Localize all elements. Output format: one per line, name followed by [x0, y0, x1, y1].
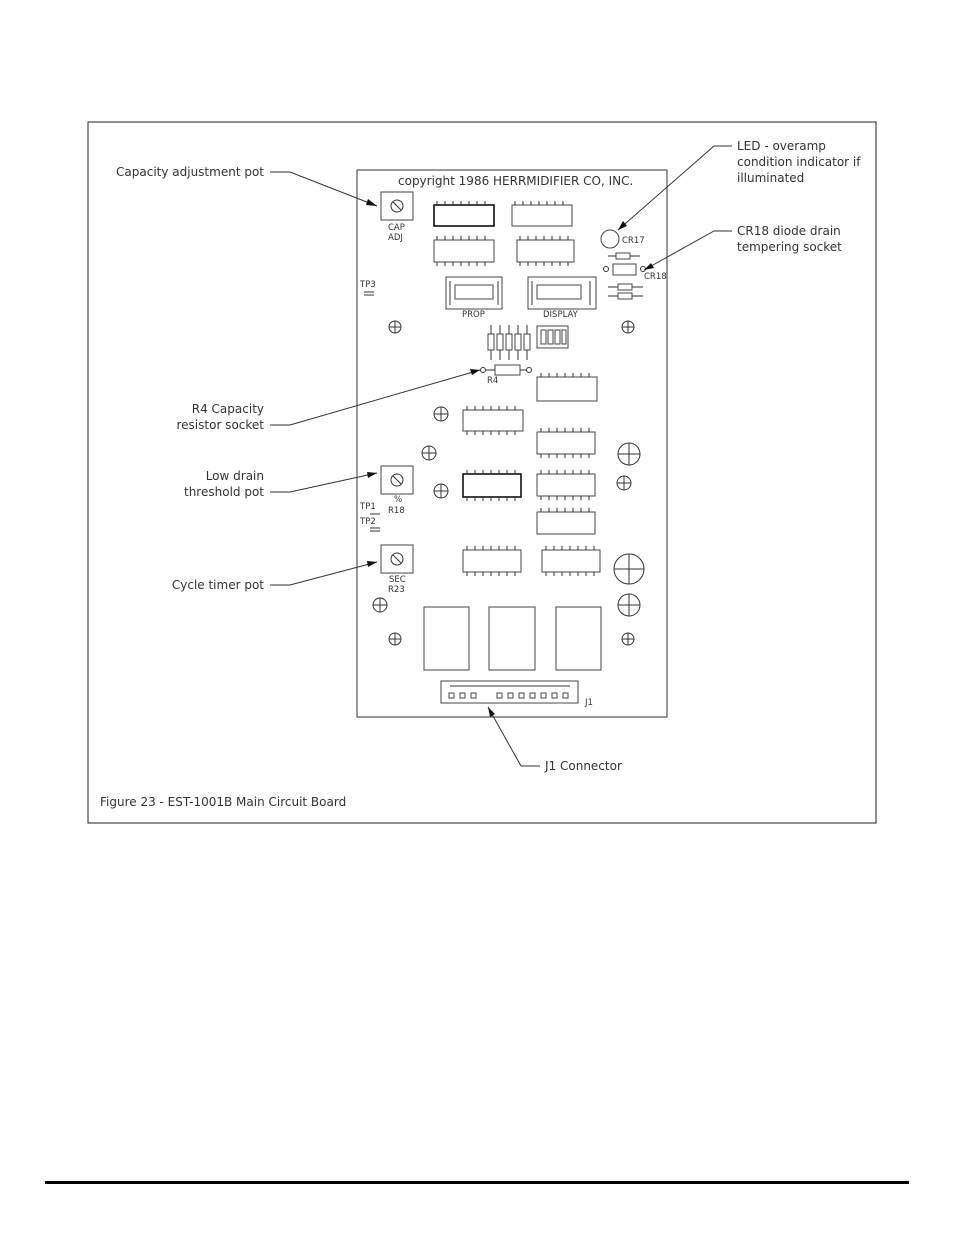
- ic-u1: [433, 201, 495, 227]
- cap-c1: [617, 442, 641, 466]
- figure-caption: Figure 23 - EST-1001B Main Circuit Board: [100, 795, 346, 809]
- callout-led-line2: condition indicator if: [737, 155, 861, 169]
- ic-u5: [536, 373, 598, 402]
- mount-hole-5: [433, 483, 449, 499]
- svg-text:PROP: PROP: [462, 310, 485, 320]
- svg-text:TP2: TP2: [359, 517, 376, 527]
- leader-led: [617, 145, 732, 231]
- svg-text:J1: J1: [584, 698, 593, 708]
- mount-hole-4: [421, 445, 437, 461]
- r4-socket: R4: [480, 364, 532, 386]
- leader-cap-adjust: [270, 171, 378, 207]
- r23-pot: SEC R23: [380, 544, 414, 595]
- leader-low-drain: [270, 472, 378, 493]
- mount-hole-3: [433, 406, 449, 422]
- cap-label: CAP: [388, 223, 405, 233]
- leader-j1: [487, 706, 540, 767]
- adj-label: ADJ: [388, 233, 403, 243]
- dip-switch: [536, 325, 569, 349]
- cap-adj-pot: CAP ADJ: [380, 191, 414, 243]
- tp3: TP3: [359, 280, 376, 296]
- led-cr17: CR17: [600, 229, 645, 249]
- callout-cr18-line1: CR18 diode drain: [737, 224, 841, 238]
- ic-u11: [462, 546, 522, 576]
- ic-u6: [462, 406, 524, 435]
- tp1: TP1: [359, 502, 380, 515]
- mount-hole-1: [388, 320, 402, 334]
- page-footer-rule: [45, 1181, 909, 1184]
- cap-c3: [617, 593, 641, 617]
- svg-text:DISPLAY: DISPLAY: [543, 310, 579, 320]
- callout-led-line3: illuminated: [737, 171, 804, 185]
- ic-u9: [536, 470, 596, 500]
- prop-socket: PROP: [445, 276, 503, 320]
- resistor-array: [487, 325, 531, 360]
- leader-cycle-timer: [270, 561, 378, 586]
- ic-u8: [462, 470, 522, 501]
- leader-cr18: [643, 230, 732, 271]
- j1-connector: J1: [440, 680, 593, 708]
- mount-hole-6: [616, 475, 632, 491]
- cap-c2: [613, 553, 645, 585]
- mount-hole-7: [372, 597, 388, 613]
- display-socket: DISPLAY: [527, 276, 597, 320]
- callout-low-drain-line1: Low drain: [206, 469, 264, 483]
- mount-hole-2: [621, 320, 635, 334]
- ic-u10: [536, 508, 596, 535]
- ic-u2: [511, 201, 573, 227]
- leader-r4: [270, 369, 481, 426]
- r18-label: R18: [388, 506, 405, 516]
- svg-text:CR17: CR17: [622, 236, 645, 246]
- callout-j1: J1 Connector: [544, 759, 622, 773]
- relay-2: [488, 606, 536, 671]
- callout-cycle-timer: Cycle timer pot: [172, 578, 264, 592]
- ic-u3: [433, 236, 495, 266]
- tp2: TP2: [359, 517, 380, 532]
- svg-text:TP3: TP3: [359, 280, 376, 290]
- r23-label: R23: [388, 585, 405, 595]
- circuit-board: [356, 169, 668, 718]
- sec-label: SEC: [389, 575, 406, 585]
- ic-u4: [516, 236, 575, 266]
- r18-pot: % R18: [380, 465, 414, 516]
- ic-u12: [541, 546, 601, 576]
- pct-label: %: [394, 495, 402, 505]
- callout-cr18-line2: tempering socket: [737, 240, 842, 254]
- callout-r4-line2: resistor socket: [177, 418, 265, 432]
- ic-u7: [536, 428, 596, 458]
- callout-r4-line1: R4 Capacity: [192, 402, 264, 416]
- svg-text:TP1: TP1: [359, 502, 376, 512]
- svg-text:CR18: CR18: [644, 272, 667, 282]
- callout-led-line1: LED - overamp: [737, 139, 826, 153]
- svg-text:R4: R4: [487, 376, 498, 386]
- board-copyright: copyright 1986 HERRMIDIFIER CO, INC.: [398, 174, 633, 188]
- callout-low-drain-line2: threshold pot: [184, 485, 264, 499]
- relay-1: [423, 606, 470, 671]
- callout-cap-adjust: Capacity adjustment pot: [116, 165, 264, 179]
- mount-hole-9: [621, 632, 635, 646]
- relay-3: [555, 606, 602, 671]
- mount-hole-8: [388, 632, 402, 646]
- cr18-socket: CR18: [603, 252, 667, 300]
- figure-frame: [87, 121, 877, 824]
